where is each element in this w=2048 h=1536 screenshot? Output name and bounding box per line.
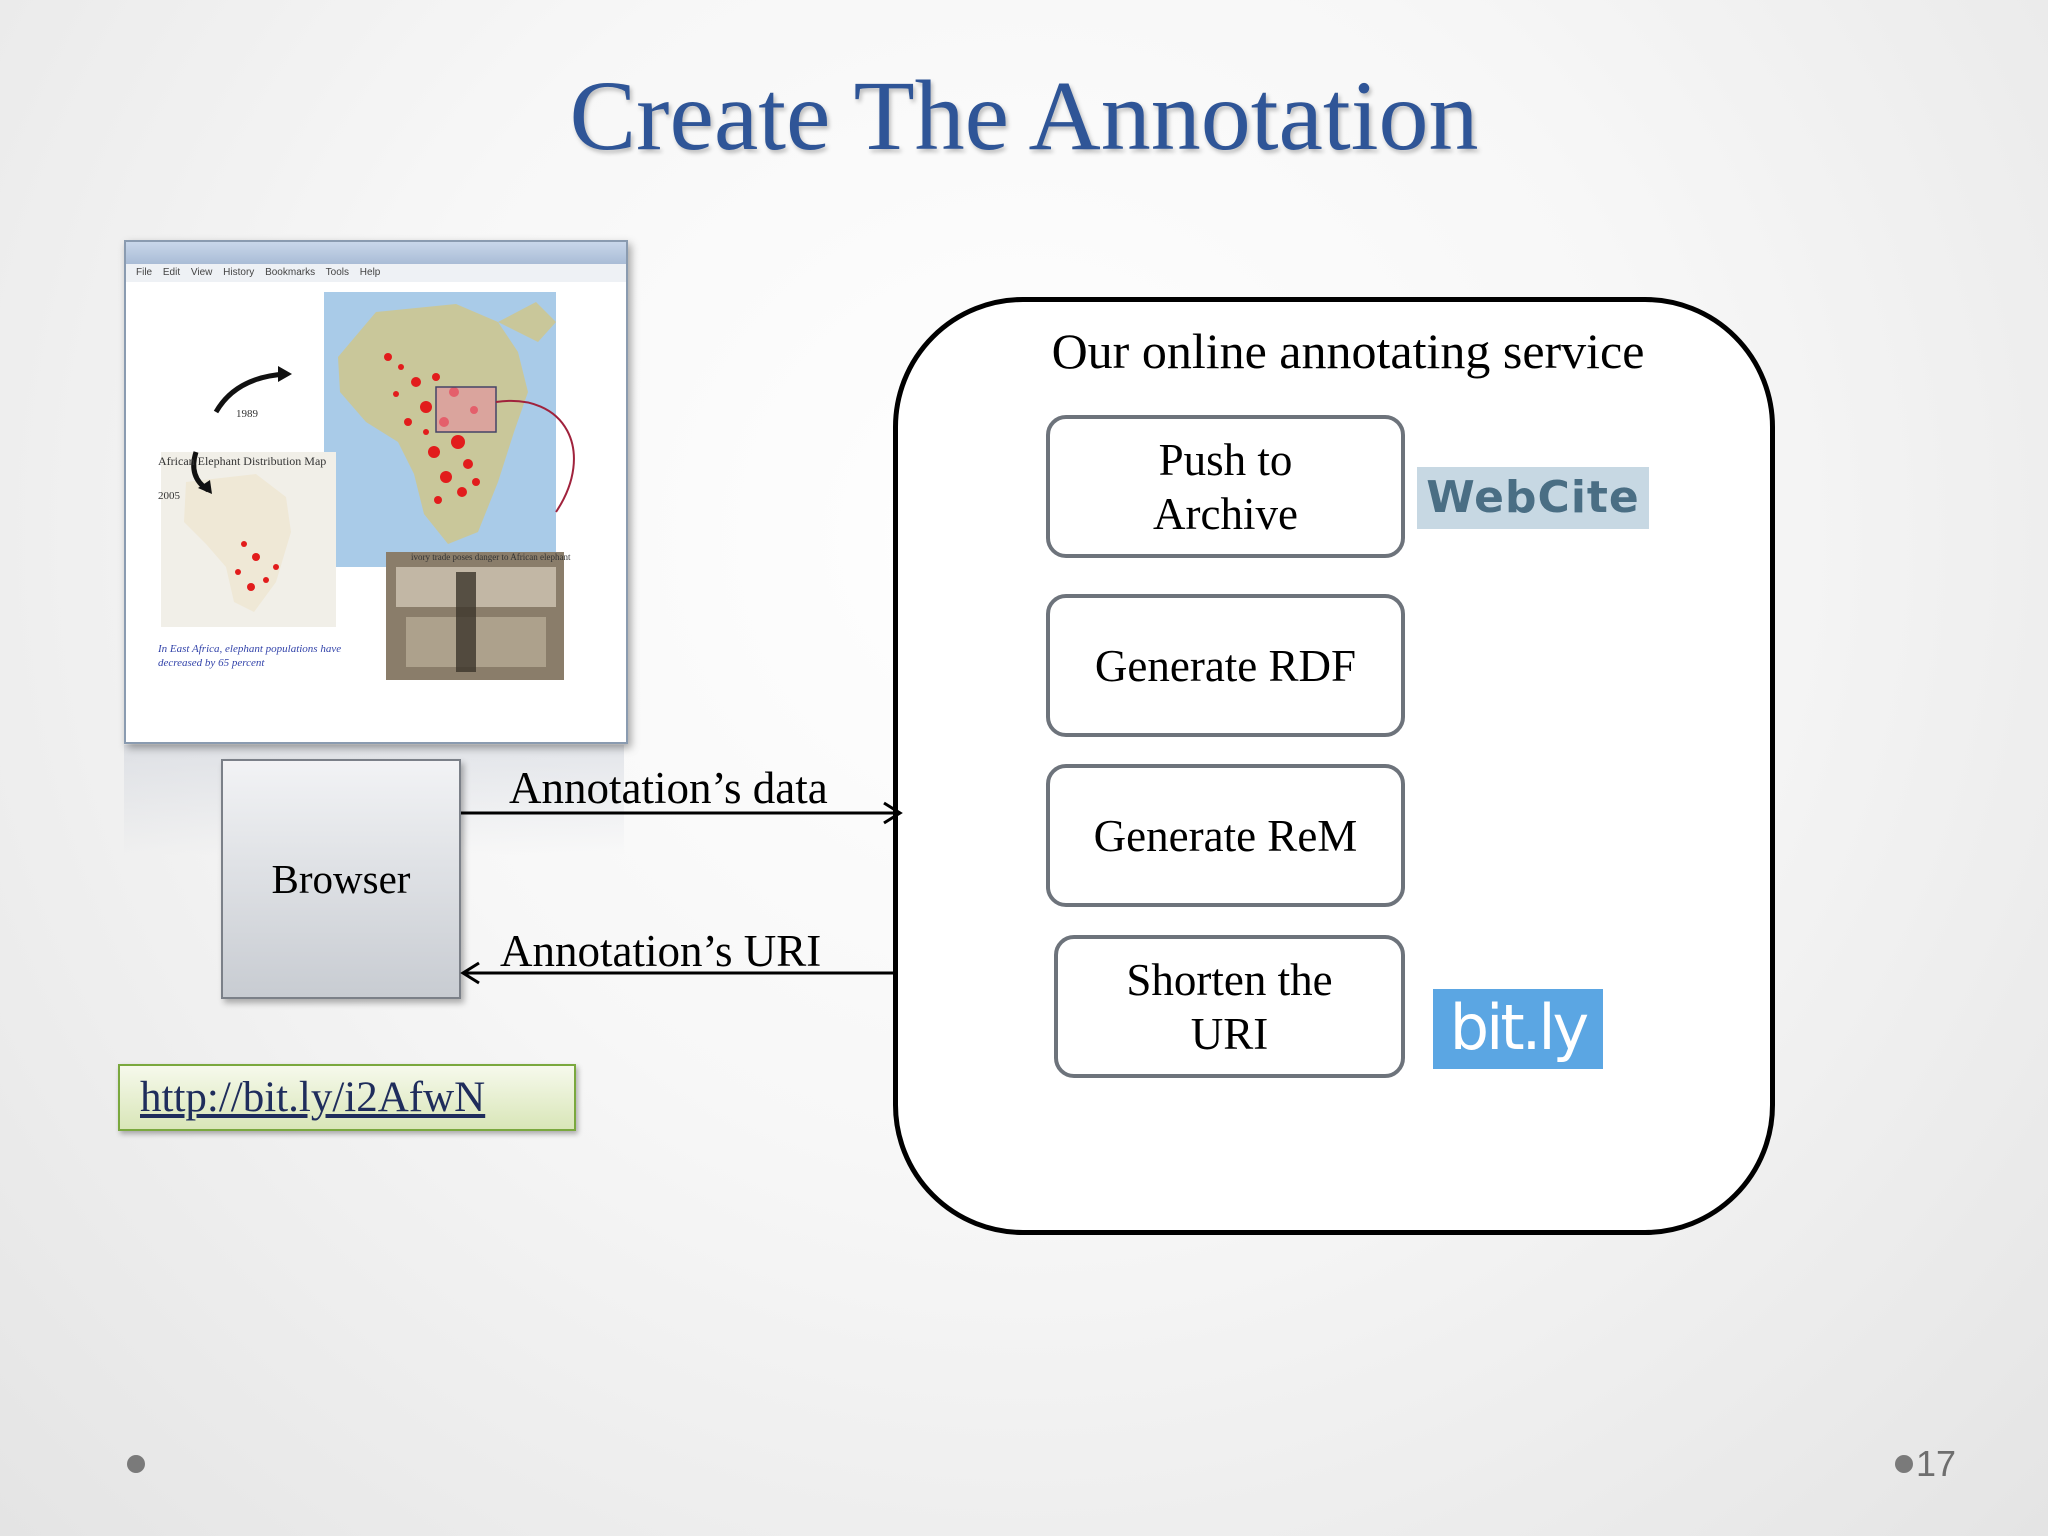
step-label: Generate RDF (1094, 640, 1357, 691)
step-label: Shorten the URI (1126, 954, 1333, 1059)
year-2005-label: 2005 (158, 490, 180, 502)
annotation-data-label: Annotation’s data (509, 763, 828, 813)
browser-box: Browser (221, 759, 461, 999)
step-label: Generate ReM (1093, 810, 1358, 861)
africa-2005-shape (184, 474, 291, 612)
slide-title: Create The Annotation (569, 60, 1479, 171)
step-generate-rem: Generate ReM (1046, 764, 1405, 907)
short-url-link[interactable]: http://bit.ly/i2AfwN (140, 1074, 486, 1121)
africa-shape (338, 304, 528, 544)
screenshot-menubar: File Edit View History Bookmarks Tools H… (126, 264, 626, 282)
elephant-map-figure (161, 292, 575, 680)
year-1989-label: 1989 (236, 408, 258, 420)
map-connector-curve (495, 399, 575, 513)
step-shorten-uri: Shorten the URI (1054, 935, 1405, 1078)
browser-label: Browser (271, 856, 411, 902)
step-push-to-archive: Push to Archive (1046, 415, 1405, 558)
arabia-shape (498, 302, 556, 342)
step-generate-rdf: Generate RDF (1046, 594, 1405, 737)
footer-dot-right (1895, 1455, 1913, 1473)
map-highlight-region (435, 386, 497, 433)
screenshot-titlebar (126, 242, 626, 264)
webcite-logo: WebCite (1417, 467, 1649, 529)
arrow-1989 (213, 371, 287, 414)
elephant-2005-dots (235, 541, 279, 591)
population-note: In East Africa, elephant populations hav… (158, 643, 342, 669)
ivory-caption: ivory trade poses danger to African elep… (411, 552, 571, 562)
short-url-box: http://bit.ly/i2AfwN (118, 1064, 576, 1131)
annotation-uri-label: Annotation’s URI (500, 926, 822, 976)
footer-dot-left (127, 1455, 145, 1473)
service-title: Our online annotating service (1051, 323, 1645, 379)
map-caption: African Elephant Distribution Map (158, 454, 327, 468)
bitly-logo: bit.ly (1433, 989, 1603, 1069)
page-number: 17 (1916, 1443, 1957, 1484)
step-label: Push to Archive (1153, 434, 1298, 539)
browser-screenshot: File Edit View History Bookmarks Tools H… (124, 240, 628, 744)
